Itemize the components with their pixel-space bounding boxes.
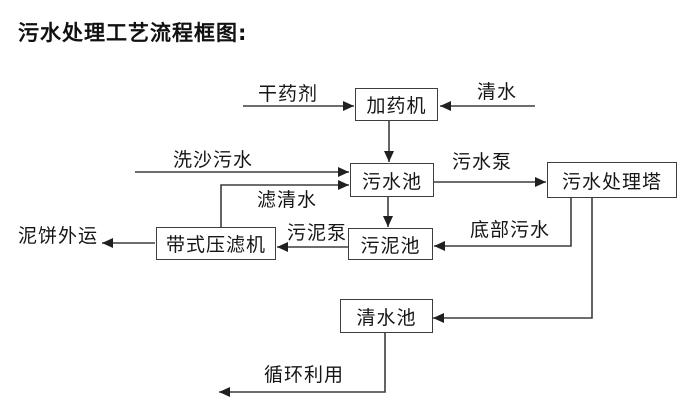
node-clean-water-pool: 清水池	[340, 299, 433, 333]
arrow-bottom-sewage-to-sludge-pool	[434, 198, 572, 251]
flow-label-dry-agent: 干药剂	[258, 83, 319, 105]
node-dosing-machine: 加药机	[355, 88, 438, 121]
arrow-treatment-tower-to-clean-water-pool	[433, 198, 593, 323]
flow-label-mud-cake-shipping: 泥饼外运	[18, 225, 99, 247]
arrow-clean-water-pool-to-recycling	[219, 333, 386, 397]
flow-label-sewage-pump: 污水泵	[452, 151, 513, 173]
node-sludge-pool: 污泥池	[348, 228, 433, 260]
flow-label-bottom-sewage: 底部污水	[470, 219, 551, 241]
flow-label-sand-washing-sewage: 洗沙污水	[173, 149, 254, 171]
flow-label-sludge-pump: 污泥泵	[287, 222, 348, 244]
arrow-filtered-water-to-sewage-pool	[220, 180, 349, 227]
flow-label-clean-water: 清水	[477, 81, 518, 103]
flow-label-filtered-water: 滤清水	[257, 189, 318, 211]
diagram-title: 污水处理工艺流程框图:	[18, 21, 248, 45]
node-belt-filter-press: 带式压滤机	[156, 227, 276, 260]
node-treatment-tower: 污水处理塔	[547, 162, 677, 198]
node-sewage-pool: 污水池	[350, 163, 434, 197]
flow-label-recycling: 循环利用	[264, 364, 345, 386]
